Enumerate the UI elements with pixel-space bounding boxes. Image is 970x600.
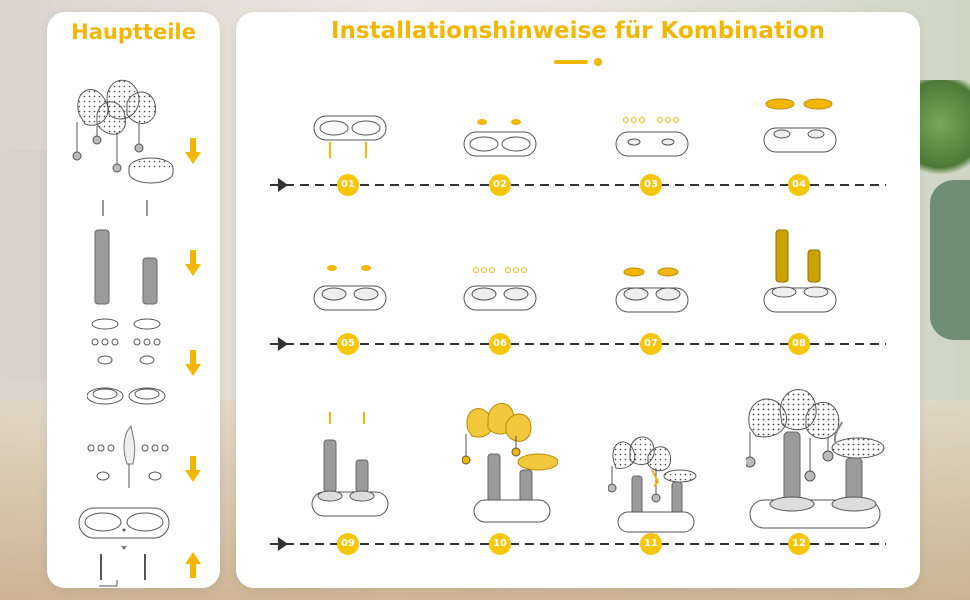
installation-instructions-panel: Installationshinweise für Kombination [236, 12, 920, 588]
step-06-illustration [463, 267, 537, 311]
step-07-illustration [615, 267, 689, 313]
step-badge: 12 [788, 533, 810, 555]
step-badge: 05 [337, 333, 359, 355]
step-badge: 03 [640, 174, 662, 196]
step-04-illustration [763, 98, 837, 153]
sisal-posts-part-illustration [94, 229, 158, 305]
step-11-illustration [608, 436, 697, 538]
arrow-down-icon [185, 456, 201, 486]
step-badge: 01 [337, 174, 359, 196]
timeline-row-3: 09 10 11 12 [266, 533, 890, 555]
step-12-illustration [746, 389, 885, 529]
step-08-illustration [763, 229, 837, 313]
arrow-down-icon [185, 350, 201, 380]
timeline-row-2: 05 06 07 08 [266, 333, 890, 355]
arrow-down-icon [185, 250, 201, 280]
step-03-illustration [615, 117, 689, 157]
step-badge: 06 [489, 333, 511, 355]
step-02-illustration [463, 119, 537, 157]
step-10-illustration [462, 403, 558, 523]
step-badge: 02 [489, 174, 511, 196]
timeline-row-1: 01 02 03 04 [266, 174, 890, 196]
background-armchair [930, 180, 970, 340]
step-09-illustration [311, 412, 389, 517]
step-badge: 08 [788, 333, 810, 355]
arrow-up-icon [185, 552, 201, 582]
step-badge: 09 [337, 533, 359, 555]
step-05-illustration [313, 265, 387, 311]
washers-and-feather-toy-part-illustration [87, 424, 169, 488]
base-tray-part-illustration [78, 507, 170, 587]
main-parts-panel: Hauptteile [47, 12, 220, 588]
installation-title: Installationshinweise für Kombination [330, 18, 826, 44]
step-01-illustration [313, 115, 387, 158]
arrow-down-icon [185, 138, 201, 168]
background-plant [920, 80, 970, 190]
discs-and-nuts-part-illustration [87, 318, 166, 405]
main-parts-title: Hauptteile [71, 20, 196, 44]
step-badge: 10 [489, 533, 511, 555]
screws-part-illustration [102, 200, 148, 216]
step-badge: 07 [640, 333, 662, 355]
step-badge: 11 [640, 533, 662, 555]
step-badge: 04 [788, 174, 810, 196]
leaf-hammock-part-illustration [72, 79, 156, 173]
round-pad-part-illustration [128, 157, 174, 184]
